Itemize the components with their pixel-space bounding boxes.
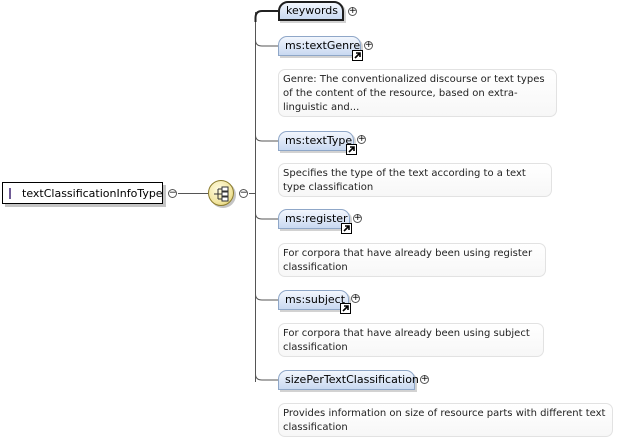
- annotation-text: Specifies the type of the text according…: [283, 168, 526, 193]
- element-ms-register[interactable]: ms:register: [278, 209, 350, 229]
- element-ms-subject[interactable]: ms:subject: [278, 290, 349, 310]
- annotation-register: For corpora that have already been using…: [278, 243, 546, 277]
- element-ms-texttype[interactable]: ms:textType: [278, 131, 354, 151]
- expand-sizepertextclassification-toggle[interactable]: +: [420, 374, 429, 384]
- collapse-root-toggle[interactable]: −: [168, 188, 177, 198]
- element-sizepertextclassification[interactable]: sizePerTextClassification: [278, 370, 419, 390]
- expand-textgenre-toggle[interactable]: +: [364, 40, 373, 50]
- annotation-text: Provides information on size of resource…: [283, 408, 606, 433]
- expand-keywords-toggle[interactable]: +: [348, 6, 357, 16]
- complex-type-icon: [9, 187, 11, 199]
- reference-arrow-icon: [346, 144, 357, 155]
- annotation-subject: For corpora that have already been using…: [278, 323, 544, 357]
- root-type-box[interactable]: textClassificationInfoType: [2, 182, 163, 204]
- annotation-texttype: Specifies the type of the text according…: [278, 163, 552, 197]
- annotation-text: For corpora that have already been using…: [283, 328, 530, 353]
- expand-subject-toggle[interactable]: +: [351, 293, 360, 303]
- reference-arrow-icon: [352, 50, 363, 61]
- annotation-text: Genre: The conventionalized discourse or…: [283, 74, 545, 113]
- annotation-text: For corpora that have already been using…: [283, 248, 533, 273]
- element-label: ms:register: [285, 212, 348, 225]
- reference-arrow-icon: [341, 223, 352, 234]
- annotation-sizepertextclassification: Provides information on size of resource…: [278, 403, 613, 437]
- sequence-compositor-icon: [214, 186, 229, 202]
- sequence-compositor[interactable]: [208, 180, 234, 206]
- collapse-sequence-toggle[interactable]: −: [239, 188, 248, 198]
- expand-texttype-toggle[interactable]: +: [357, 134, 366, 144]
- element-label: keywords: [286, 4, 339, 17]
- element-keywords[interactable]: keywords: [278, 1, 344, 21]
- element-label: ms:subject: [285, 293, 346, 306]
- element-label: ms:textGenre: [285, 39, 361, 52]
- annotation-textgenre: Genre: The conventionalized discourse or…: [278, 69, 557, 117]
- element-ms-textgenre[interactable]: ms:textGenre: [278, 36, 361, 56]
- root-type-label: textClassificationInfoType: [22, 186, 163, 200]
- element-label: sizePerTextClassification: [285, 373, 419, 386]
- reference-arrow-icon: [340, 303, 351, 314]
- element-label: ms:textType: [285, 134, 353, 147]
- expand-register-toggle[interactable]: +: [353, 213, 362, 223]
